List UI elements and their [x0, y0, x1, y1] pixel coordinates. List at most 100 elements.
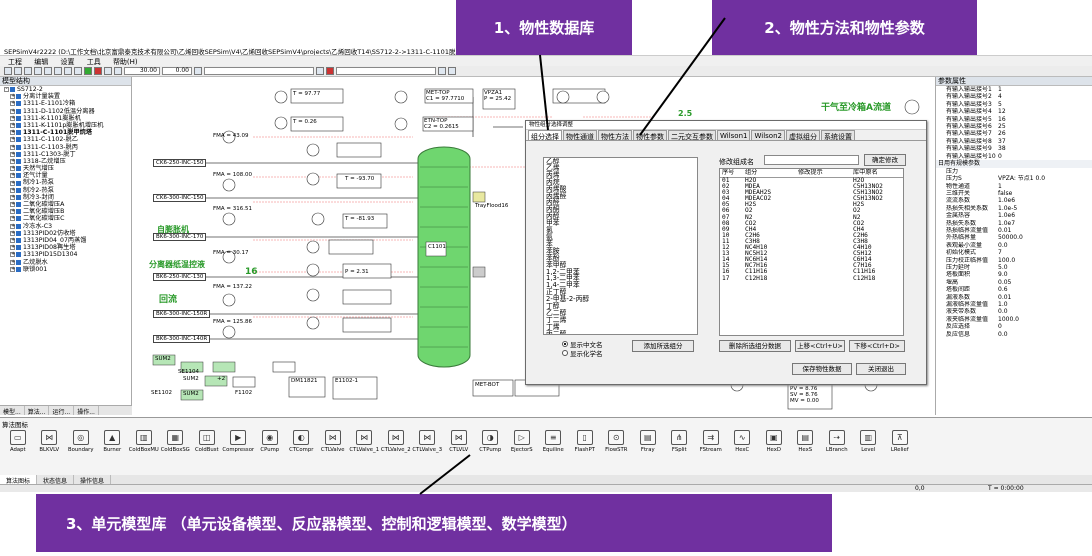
print-icon[interactable]	[64, 67, 72, 75]
expand-icon[interactable]: +	[10, 229, 16, 236]
flowsheet-canvas[interactable]: FMA = 43.09 FMA = 108.00 FMA = 316.51 FM…	[133, 77, 933, 415]
property-value[interactable]: 1.0e7	[998, 219, 1016, 227]
palette-item[interactable]: ⊙FlowSTR	[601, 430, 633, 458]
palette-item[interactable]: ⇉FStream	[695, 430, 727, 458]
radio-chemical-name[interactable]: 显示化学名	[562, 348, 603, 358]
tab-operation-info[interactable]: 操作信息	[74, 475, 112, 485]
open-icon[interactable]	[14, 67, 22, 75]
expand-icon[interactable]: +	[10, 193, 16, 200]
move-down-button[interactable]: 下移<Ctrl+D>	[849, 340, 905, 352]
expand-icon[interactable]: +	[10, 222, 16, 229]
vpza1-block[interactable]: VPZA1 P = 25.42	[484, 90, 512, 102]
expand-icon[interactable]: +	[10, 100, 16, 107]
list-item[interactable]: 甲苯	[546, 219, 560, 228]
palette-item[interactable]: ▥Level	[853, 430, 885, 458]
menu-help[interactable]: 帮助(H)	[112, 58, 138, 66]
expand-icon[interactable]: +	[10, 107, 16, 114]
pause-icon[interactable]	[114, 67, 122, 75]
list-item[interactable]: 丙醛	[546, 198, 560, 207]
tab-binary-params[interactable]: 二元交互参数	[668, 130, 716, 141]
palette-item[interactable]: ◐CTCompr	[286, 430, 318, 458]
palette-item[interactable]: ⊼LRelief	[884, 430, 916, 458]
property-value[interactable]: 38	[998, 145, 1006, 153]
palette-item[interactable]: ⋈BLKVLV	[34, 430, 66, 458]
column-shape[interactable]	[417, 146, 471, 368]
add-component-button[interactable]: 添加所选组分	[632, 340, 694, 352]
expand-icon[interactable]: +	[10, 179, 16, 186]
tree-item[interactable]: +1313PID15D1304	[4, 251, 131, 258]
play-icon[interactable]	[84, 67, 92, 75]
tree-item[interactable]: +1311-K-1101p膨胀机增压机	[4, 122, 131, 129]
list-item[interactable]: 氯	[546, 226, 553, 235]
cut-icon[interactable]	[74, 67, 82, 75]
tree-item[interactable]: +乙烷脱水	[4, 259, 131, 266]
bulb-icon[interactable]	[448, 67, 456, 75]
palette-item[interactable]: ▷EjectorS	[506, 430, 538, 458]
menu-edit[interactable]: 编辑	[34, 58, 49, 66]
close-exit-button[interactable]: 关闭退出	[856, 363, 906, 375]
palette-item[interactable]: ⇢LBranch	[821, 430, 853, 458]
expand-icon[interactable]: +	[10, 172, 16, 179]
property-value[interactable]: 0.0	[998, 308, 1008, 316]
property-value[interactable]: 1	[998, 182, 1002, 190]
list-item[interactable]: 丙烯	[546, 170, 560, 179]
stream-ck6[interactable]: BK6-300-INC-140R	[153, 335, 211, 343]
tab-wilson2[interactable]: Wilson2	[751, 130, 785, 140]
list-item[interactable]: 乙二醇	[546, 308, 567, 317]
property-value[interactable]: 12	[998, 108, 1006, 116]
tree-root[interactable]: -SS712-2	[4, 86, 43, 93]
expand-icon[interactable]: +	[10, 165, 16, 172]
property-value[interactable]: 1.0e6	[998, 212, 1016, 220]
expand-icon[interactable]: +	[10, 251, 16, 258]
tab-property-method[interactable]: 物性方法	[598, 130, 632, 141]
confirm-modify-button[interactable]: 确定修改	[864, 154, 906, 166]
property-value[interactable]: 50000.0	[998, 234, 1023, 242]
list-item[interactable]: 苯胺	[546, 246, 560, 255]
tree-item[interactable]: +1311-K-1101膨胀机	[4, 115, 131, 122]
tree-item[interactable]: +1313PID04_07丙蒸馏	[4, 237, 131, 244]
expand-icon[interactable]: +	[10, 244, 16, 251]
palette-item[interactable]: ⋈CTLVLV	[443, 430, 475, 458]
property-row[interactable]: 压力	[936, 168, 1092, 175]
tree-item[interactable]: +制冷3-封闭	[4, 194, 131, 201]
property-value[interactable]: 0.6	[998, 286, 1008, 294]
palette-item[interactable]: ⋈CTLValve_1	[349, 430, 381, 458]
time-field[interactable]: 30.00	[124, 67, 160, 75]
folder-icon[interactable]	[54, 67, 62, 75]
view-select[interactable]	[336, 67, 436, 75]
property-value[interactable]: 25	[998, 122, 1006, 130]
palette-item[interactable]: ∿HexC	[727, 430, 759, 458]
expand-icon[interactable]: +	[10, 157, 16, 164]
tree-item[interactable]: +1318-乙烷增压	[4, 158, 131, 165]
expand-icon[interactable]: +	[10, 201, 16, 208]
save-property-button[interactable]: 保存物性数据	[792, 363, 852, 375]
tab-model[interactable]: 模型...	[0, 406, 25, 416]
list-item[interactable]: 丙烯醛	[546, 191, 567, 200]
tree-item[interactable]: +联锁001	[4, 266, 131, 273]
tab-run[interactable]: 运行...	[49, 406, 75, 416]
list-item[interactable]: 丙烯酸	[546, 184, 567, 193]
expand-icon[interactable]: +	[10, 215, 16, 222]
property-value[interactable]: 1.0e6	[998, 197, 1016, 205]
tree-item[interactable]: +1311-C1303-脱丁	[4, 151, 131, 158]
palette-item[interactable]: ▣HexD	[758, 430, 790, 458]
